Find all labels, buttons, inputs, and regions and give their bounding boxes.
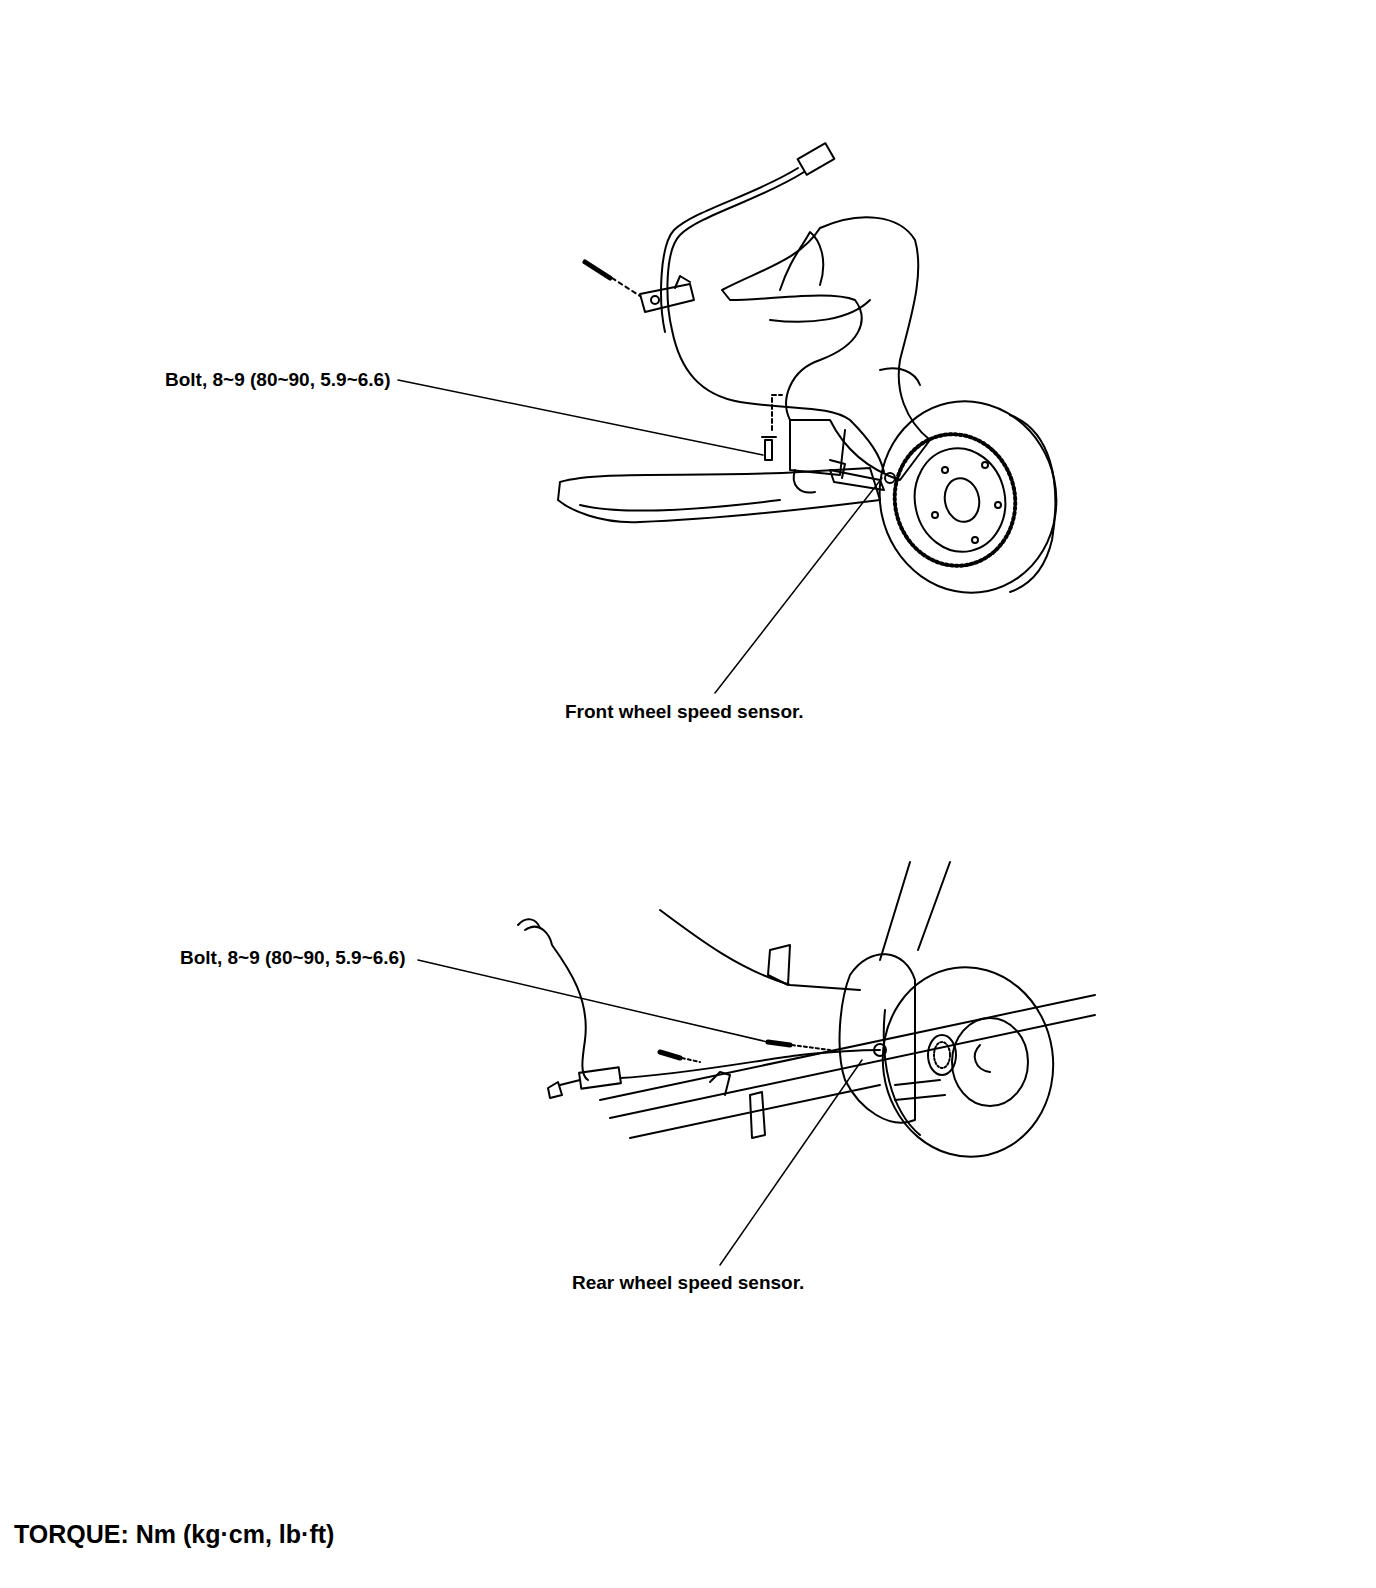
bolt-torque-label: Bolt, 8~9 (80~90, 5.9~6.6) <box>178 946 408 970</box>
part-name: Rear wheel speed sensor. <box>570 1271 806 1295</box>
bolt-torque-label: Bolt, 8~9 (80~90, 5.9~6.6) <box>163 368 393 392</box>
rear-suspension <box>518 862 1095 1168</box>
front-suspension <box>558 143 1074 609</box>
torque-unit-note: TORQUE: Nm (kg·cm, lb·ft) <box>12 1522 336 1546</box>
part-name: Front wheel speed sensor. <box>563 700 806 724</box>
